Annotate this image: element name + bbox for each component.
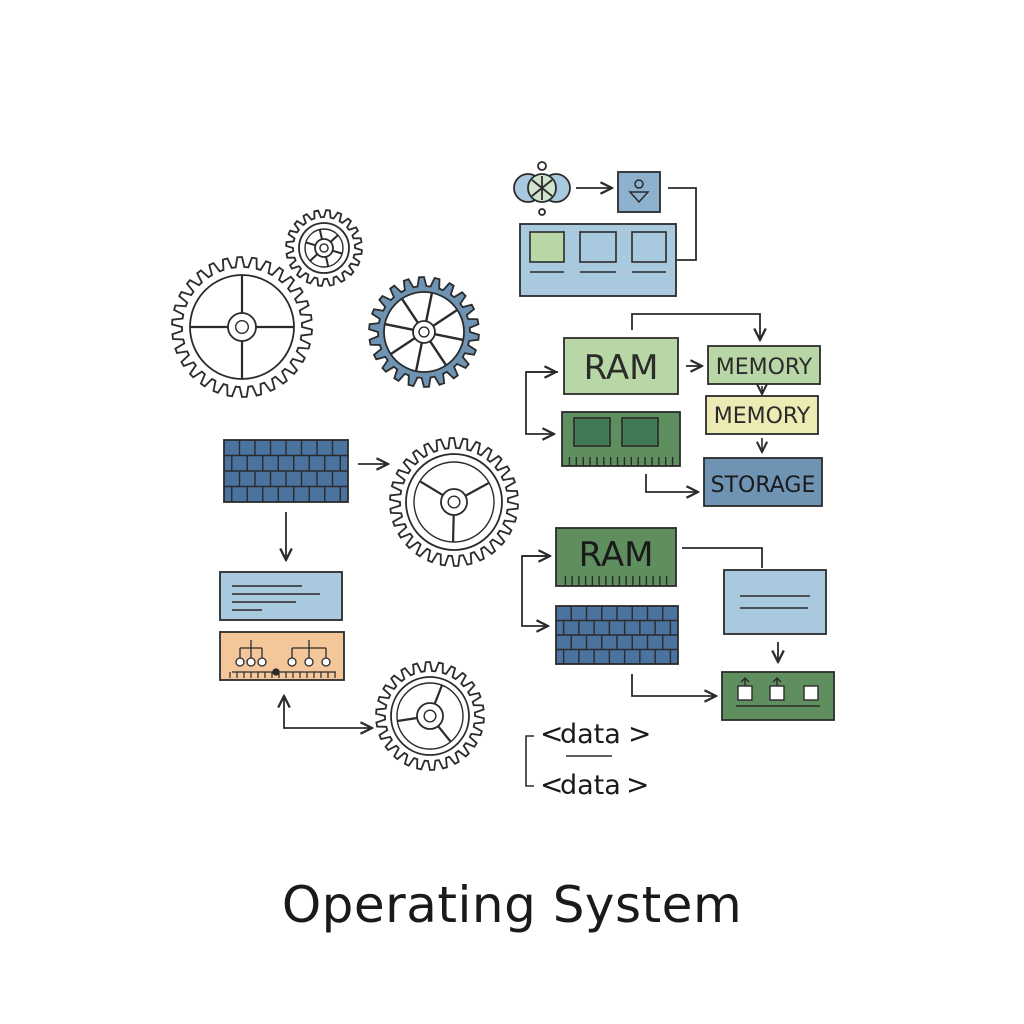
document-panel xyxy=(219,571,343,621)
connector-arrow xyxy=(521,555,550,626)
connector-line xyxy=(682,547,763,568)
memory-label: MEMORY xyxy=(716,355,813,380)
memory-box: MEMORY xyxy=(707,345,821,385)
document-panel xyxy=(723,569,827,635)
ram-label: RAM xyxy=(584,348,659,388)
memory-chip-icon xyxy=(561,411,681,467)
network-node-icon xyxy=(513,161,571,216)
gear-icon xyxy=(375,661,485,771)
gear-icon xyxy=(368,276,480,388)
ram-stick-label: RAM xyxy=(579,535,654,575)
data-bracket: < data > < data > xyxy=(525,717,651,801)
ram-box: RAM xyxy=(563,337,679,395)
download-arrow-icon xyxy=(617,171,661,213)
memory-label: MEMORY xyxy=(714,404,811,429)
svg-text:<: < xyxy=(540,768,563,801)
storage-block xyxy=(555,605,679,665)
connector-line xyxy=(668,187,697,261)
connector-arrow xyxy=(631,674,716,696)
storage-box: STORAGE xyxy=(703,457,823,507)
storage-label: STORAGE xyxy=(711,473,816,498)
memory-chip-icon: RAM xyxy=(555,527,677,587)
window-panel xyxy=(519,223,677,297)
gear-icon xyxy=(171,256,313,398)
gear-icon xyxy=(285,209,363,287)
storage-block xyxy=(223,439,349,503)
connector-arrow xyxy=(284,696,372,728)
svg-text:>: > xyxy=(628,717,651,750)
connector-arrow xyxy=(631,313,760,340)
connector-arrow xyxy=(525,371,558,434)
page-title: Operating System xyxy=(281,876,743,934)
svg-text:>: > xyxy=(626,768,649,801)
memory-box: MEMORY xyxy=(705,395,819,435)
circuit-board-icon xyxy=(219,631,345,681)
gear-icon xyxy=(389,437,519,567)
connector-arrow xyxy=(645,474,698,492)
process-panel xyxy=(721,671,835,721)
svg-text:<: < xyxy=(540,717,563,750)
data-label: data xyxy=(560,770,621,801)
data-label: data xyxy=(560,719,621,750)
